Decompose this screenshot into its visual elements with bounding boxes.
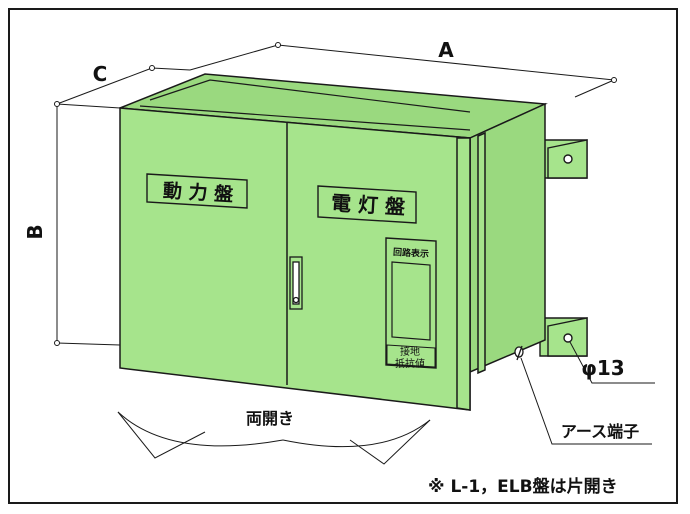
dimension-a-label: A: [438, 38, 454, 62]
circuit-display-plate: [385, 237, 437, 369]
earth-terminal-screw: [514, 345, 524, 361]
cabinet: [119, 73, 548, 411]
door-swing-arcs: [117, 411, 431, 465]
ground-plate-line2: 抵抗値: [395, 357, 425, 370]
door-swing-label: 両開き: [246, 409, 294, 428]
earth-terminal-label: アース端子: [561, 422, 639, 441]
ground-plate-line1: 接地: [400, 345, 420, 358]
dimension-c-label: C: [93, 62, 108, 86]
door-handle[interactable]: [289, 256, 303, 310]
dimension-b-label: B: [23, 224, 47, 239]
lighting-panel-nameplate: 電 灯 盤: [317, 185, 417, 224]
power-panel-label: 動 力 盤: [162, 179, 234, 206]
hole-diameter-label: φ13: [581, 356, 624, 380]
power-panel-nameplate: 動 力 盤: [146, 173, 248, 209]
leader-lines: [520, 341, 655, 445]
drawing-frame: [8, 8, 678, 504]
dimension-endpoints: [54, 42, 617, 346]
dimension-lines: [56, 44, 615, 346]
upper-bracket: [539, 139, 588, 179]
note-label: ※ L-1，ELB盤は片開き: [428, 476, 618, 497]
lighting-panel-label: 電 灯 盤: [331, 191, 407, 219]
lower-bracket: [539, 317, 588, 357]
circuit-plate-label: 回路表示: [393, 246, 430, 260]
